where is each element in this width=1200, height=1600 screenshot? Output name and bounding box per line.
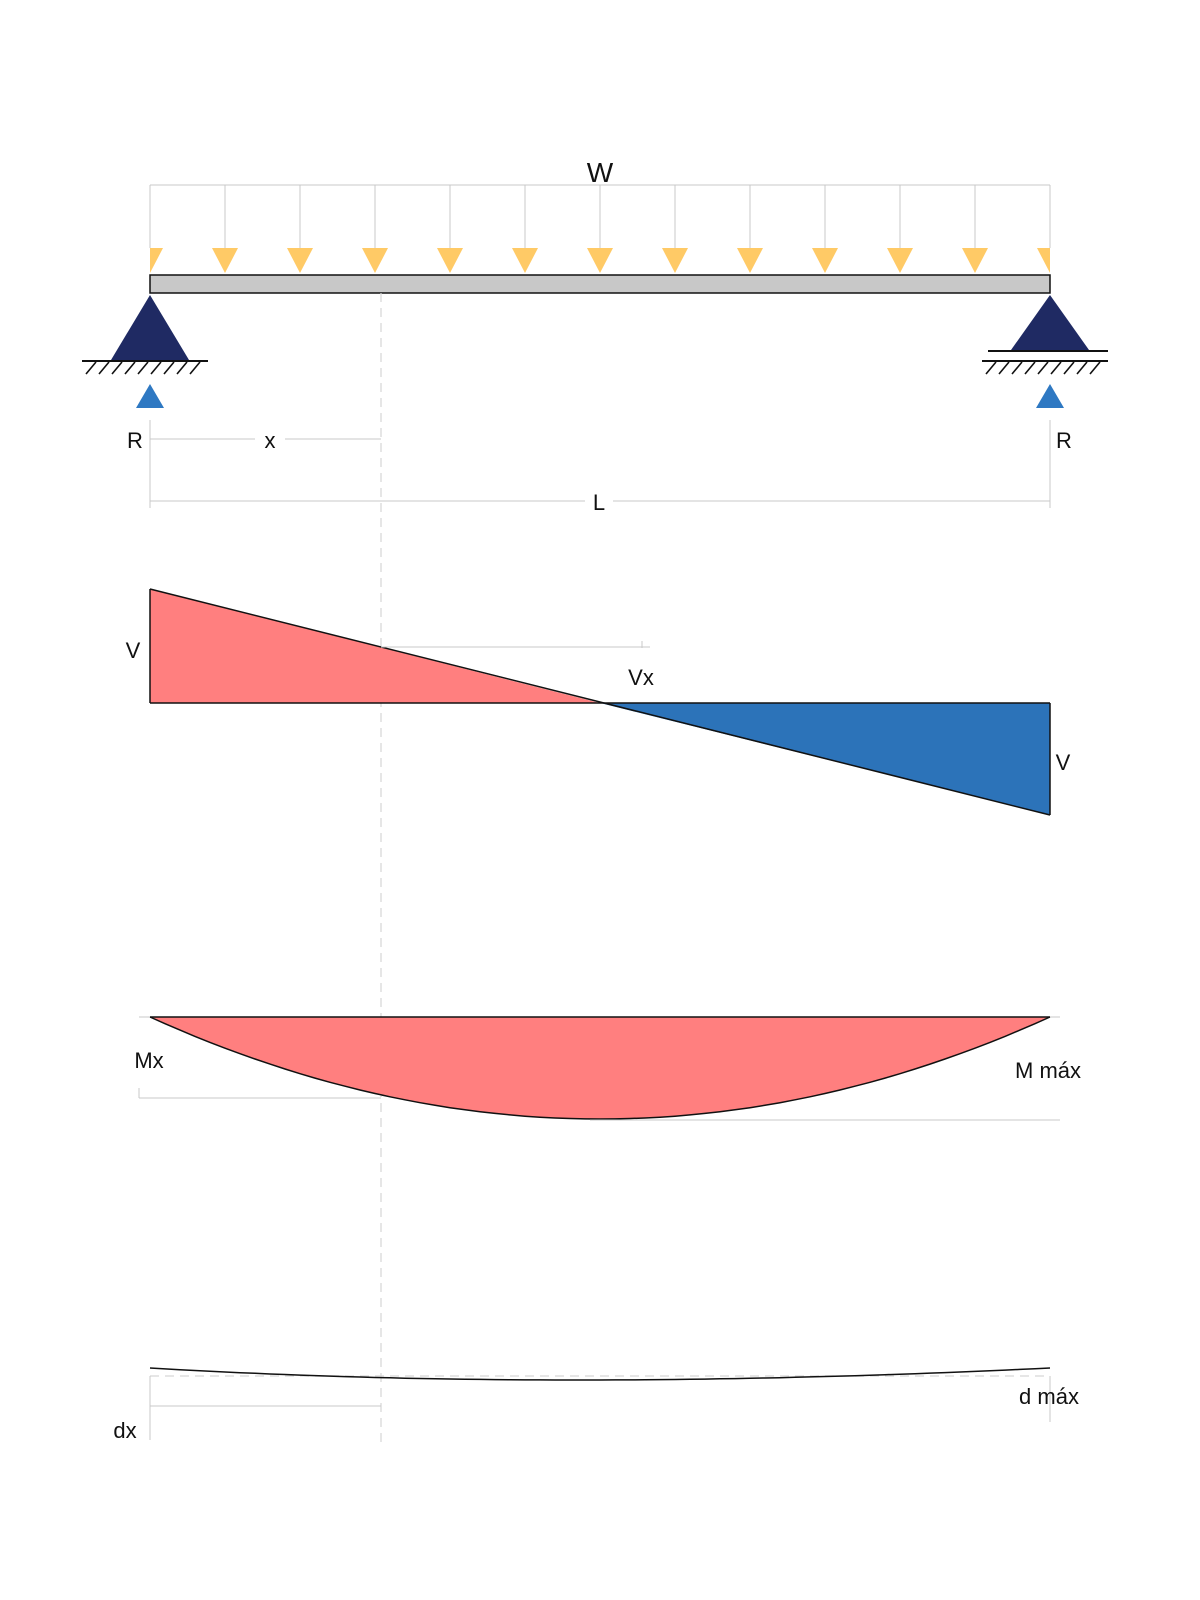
beam xyxy=(149,274,1051,294)
hatch-mark xyxy=(98,361,110,375)
load-arrow-icon xyxy=(150,248,163,273)
moment-at-x-label: Mx xyxy=(134,1048,163,1073)
pinned-support-icon xyxy=(111,295,189,360)
span-label: L xyxy=(593,490,605,515)
load-arrow-icon xyxy=(512,248,538,273)
hatch-mark xyxy=(85,361,97,375)
position-label: x xyxy=(265,428,276,453)
load-label: W xyxy=(587,157,614,188)
hatch-mark xyxy=(150,361,162,375)
ground-hatch-left xyxy=(85,361,201,375)
shear-left-label: V xyxy=(126,638,141,663)
reaction-left-label: R xyxy=(127,428,143,453)
hatch-mark xyxy=(1076,361,1088,375)
hatch-mark xyxy=(111,361,123,375)
reaction-right-label: R xyxy=(1056,428,1072,453)
load-arrow-icon xyxy=(212,248,238,273)
load-arrow-icon xyxy=(362,248,388,273)
ground-hatch-right xyxy=(985,361,1101,375)
hatch-mark xyxy=(998,361,1010,375)
left-support xyxy=(82,295,208,375)
load-arrow-icon xyxy=(437,248,463,273)
shear-at-x-label: Vx xyxy=(628,665,654,690)
hatch-mark xyxy=(1063,361,1075,375)
load-arrow-icon xyxy=(662,248,688,273)
hatch-mark xyxy=(1037,361,1049,375)
shear-diagram xyxy=(149,588,1051,816)
load-arrow-icon xyxy=(812,248,838,273)
hatch-mark xyxy=(176,361,188,375)
reaction-arrow-left-icon xyxy=(136,384,164,408)
load-arrow-icon xyxy=(287,248,313,273)
load-arrow-icon xyxy=(887,248,913,273)
hatch-mark xyxy=(163,361,175,375)
load-arrow-icon xyxy=(587,248,613,273)
load-arrow-icon xyxy=(1037,248,1050,273)
moment-area xyxy=(150,1017,1050,1119)
hatch-mark xyxy=(1024,361,1036,375)
hatch-mark xyxy=(1089,361,1101,375)
hatch-mark xyxy=(985,361,997,375)
shear-line xyxy=(149,588,1051,816)
roller-support-icon xyxy=(1011,295,1089,350)
shear-right-label: V xyxy=(1056,750,1071,775)
hatch-mark xyxy=(137,361,149,375)
load-arrow-icon xyxy=(962,248,988,273)
right-support xyxy=(982,295,1108,375)
hatch-mark xyxy=(124,361,136,375)
load-arrow-icon xyxy=(737,248,763,273)
hatch-mark xyxy=(189,361,201,375)
distributed-load xyxy=(149,184,1051,273)
hatch-mark xyxy=(1011,361,1023,375)
deflection-diagram xyxy=(149,1367,1051,1440)
moment-curve xyxy=(149,1016,1051,1120)
deflection-curve xyxy=(149,1367,1051,1381)
hatch-mark xyxy=(1050,361,1062,375)
moment-max-label: M máx xyxy=(1015,1058,1081,1083)
moment-diagram xyxy=(138,1016,1060,1121)
deflection-max-label: d máx xyxy=(1019,1384,1079,1409)
reaction-arrow-right-icon xyxy=(1036,384,1064,408)
deflection-at-x-label: dx xyxy=(113,1418,136,1443)
